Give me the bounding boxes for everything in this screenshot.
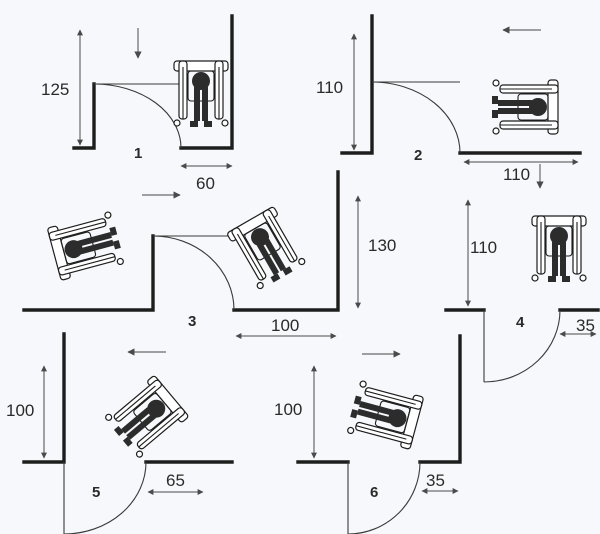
figure-number: 1 [134, 145, 142, 162]
wheelchair-icon [226, 205, 307, 292]
dimension-label: 60 [196, 174, 215, 193]
figure-2: 110 110 2 [316, 14, 582, 184]
wheelchair-icon [531, 215, 587, 283]
wall-left [22, 234, 155, 312]
figure-3: 130 100 3 [22, 170, 396, 339]
figure-number: 2 [414, 147, 422, 164]
door-swing-arc [152, 235, 235, 311]
door-swing-arc [347, 461, 421, 534]
door-swing-arc [483, 309, 561, 383]
dimension-label: 110 [503, 165, 530, 184]
figure-number: 5 [92, 484, 100, 501]
dimension-label: 35 [576, 316, 595, 335]
door-swing-arc [93, 83, 182, 149]
door-swing-arc [371, 81, 461, 154]
figure-1: 125 60 1 [41, 14, 234, 193]
dimension-label: 130 [368, 236, 396, 255]
figure-5: 100 65 5 [6, 332, 234, 534]
dimension-label: 65 [166, 471, 185, 490]
door-swing-arc [63, 461, 147, 534]
dimension-label: 100 [6, 401, 34, 420]
dimension-label: 110 [470, 238, 497, 257]
wheelchair-icon [173, 60, 229, 128]
dimension-label: 35 [426, 471, 445, 490]
dimension-label: 110 [316, 78, 343, 97]
figure-6: 100 35 6 [274, 334, 462, 534]
dimension-label: 100 [271, 316, 299, 335]
wall-right [179, 14, 234, 150]
wall-right [418, 334, 462, 464]
figure-number: 4 [516, 314, 525, 331]
wheelchair-icon [46, 210, 126, 281]
dimension-label: 125 [41, 80, 69, 99]
wheelchair-icon [103, 374, 190, 460]
dimension-label: 100 [274, 400, 302, 419]
wall-right [232, 170, 340, 312]
wheelchair-icon [345, 379, 425, 450]
wall-left [72, 82, 96, 150]
wall-left [340, 14, 374, 155]
figure-number: 6 [370, 484, 378, 501]
figure-4: 110 35 4 [444, 164, 600, 383]
figure-number: 3 [188, 313, 196, 330]
wheelchair-icon [491, 79, 559, 135]
